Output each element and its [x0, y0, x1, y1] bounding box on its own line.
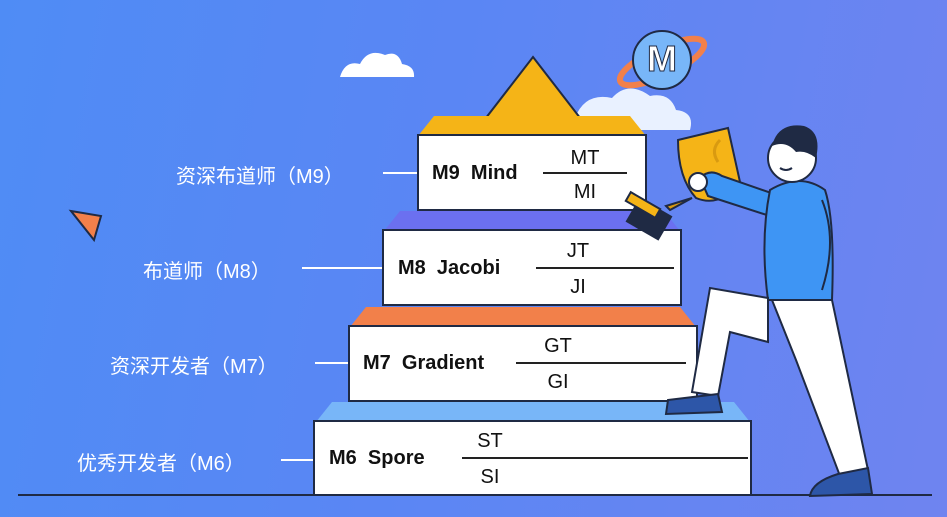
level-label: 优秀开发者（M6） [77, 453, 245, 475]
triangle-icon [68, 209, 103, 243]
torso [763, 180, 834, 301]
character-illustration [624, 125, 874, 498]
label-connector [315, 362, 348, 364]
leg-front [690, 286, 769, 398]
label-connector [281, 459, 313, 461]
level-name: M6 Spore [329, 447, 425, 470]
level-title: Spore [367, 447, 425, 469]
level-label: 资深开发者（M7） [110, 356, 278, 378]
tier-bottom: SI [480, 466, 500, 488]
level-code: M6 [329, 447, 357, 469]
level-title: Jacobi [436, 257, 501, 279]
band-m9 [418, 116, 646, 136]
tier-divider [536, 267, 674, 269]
tier-bottom: JI [570, 276, 586, 298]
label-connector [302, 267, 382, 269]
shoe-front [664, 392, 724, 416]
cloud-icon [340, 52, 415, 77]
tier-top: MT [570, 147, 600, 169]
level-label: 布道师（M8） [143, 261, 271, 283]
band-m8 [384, 211, 680, 231]
tier-top: ST [477, 430, 503, 452]
tier-bottom: GI [547, 371, 569, 393]
tier-divider [516, 362, 686, 364]
level-code: M8 [398, 257, 426, 279]
shoe-back [808, 466, 874, 498]
band-m7 [350, 307, 696, 327]
level-label: 资深布道师（M9） [176, 166, 344, 188]
tier-top: GT [544, 335, 572, 357]
label-connector [383, 172, 417, 174]
tier-bottom: MI [573, 181, 597, 203]
level-code: M9 [432, 162, 460, 184]
level-name: M9 Mind [432, 162, 518, 185]
planet-logo: M [632, 30, 692, 90]
hair [772, 125, 818, 158]
logo-letter: M [647, 38, 678, 80]
pyramid-top-icon [479, 55, 587, 124]
level-title: Gradient [401, 352, 485, 374]
level-code: M7 [363, 352, 391, 374]
level-name: M7 Gradient [363, 352, 484, 375]
level-title: Mind [470, 162, 518, 184]
tier-divider [462, 457, 748, 459]
tier-divider [543, 172, 627, 174]
band-m6 [316, 402, 750, 422]
tier-top: JT [566, 240, 590, 262]
level-name: M8 Jacobi [398, 257, 500, 280]
leg-back [770, 299, 870, 478]
